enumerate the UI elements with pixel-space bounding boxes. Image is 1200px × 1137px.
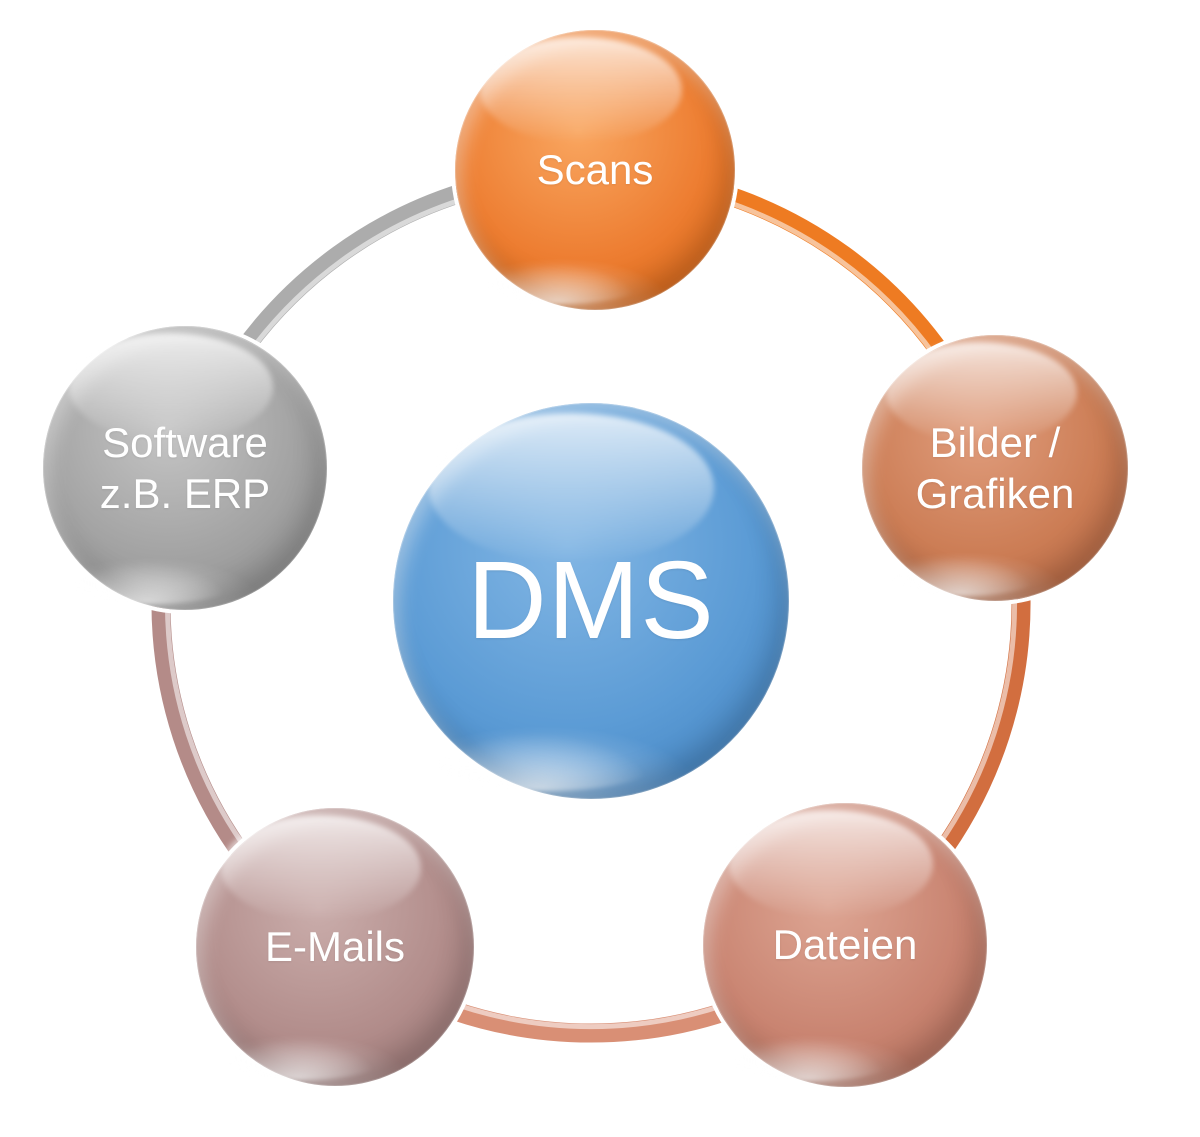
node-scans: Scans [455, 30, 735, 310]
node-software-erp: Software z.B. ERP [43, 326, 327, 610]
node-dateien-label: Dateien [772, 921, 918, 969]
node-emails-label: E-Mails [264, 923, 405, 971]
center-node-dms-label: DMS [467, 538, 715, 662]
node-bilder-grafiken-label: Bilder / Grafiken [915, 418, 1075, 517]
node-bilder-grafiken: Bilder / Grafiken [862, 335, 1128, 601]
center-node-dms: DMS [393, 403, 789, 799]
node-emails: E-Mails [196, 808, 474, 1086]
node-dateien: Dateien [703, 803, 987, 1087]
node-software-erp-label: Software z.B. ERP [99, 418, 271, 517]
node-scans-label: Scans [536, 146, 654, 194]
